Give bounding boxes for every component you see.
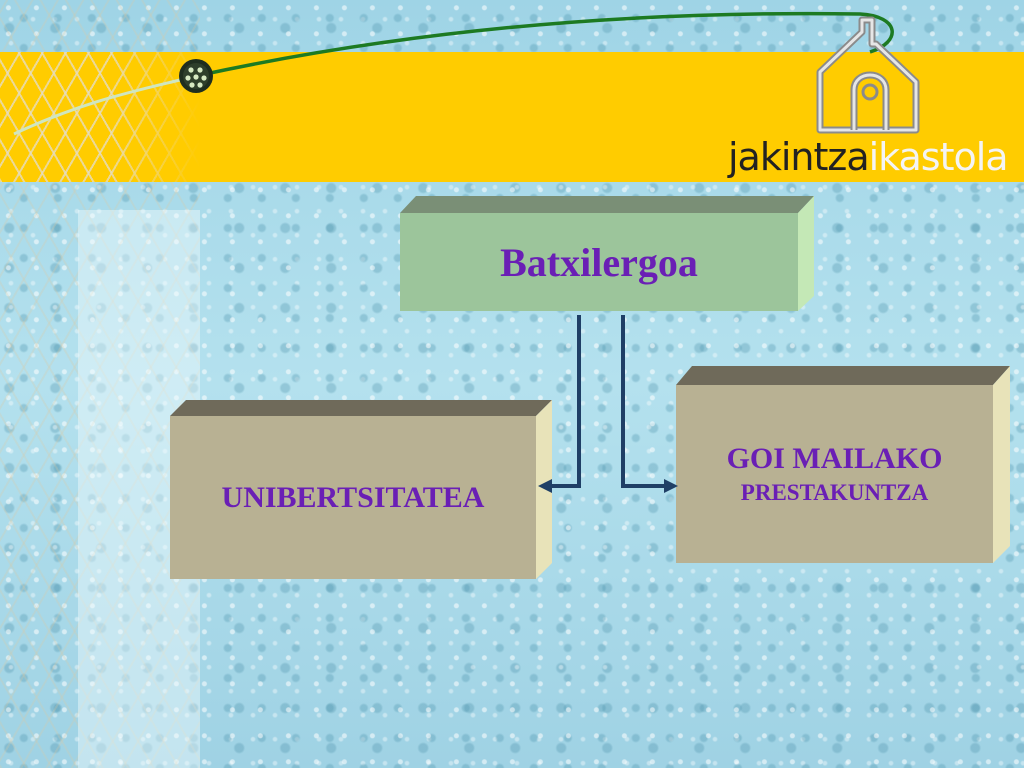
brand-part1: jakintza bbox=[728, 135, 870, 179]
batxilergoa-box: Batxilergoa bbox=[400, 213, 798, 311]
unibertsitatea-box: UNIBERTSITATEA bbox=[170, 416, 536, 579]
prestakuntza-label: PRESTAKUNTZA bbox=[740, 480, 929, 505]
unibertsitatea-label: UNIBERTSITATEA bbox=[221, 480, 485, 514]
connector-right bbox=[621, 315, 678, 493]
connector-left bbox=[538, 315, 581, 493]
brand-part2: ikastola bbox=[868, 135, 1009, 179]
arrow-left-icon bbox=[538, 479, 552, 493]
banner-pattern bbox=[0, 52, 200, 182]
brand-logotype: jakintzaikastola bbox=[728, 135, 1009, 179]
goi-mailako-label: GOI MAILAKO bbox=[726, 442, 943, 475]
ball-icon bbox=[179, 59, 213, 93]
house-logo-icon bbox=[816, 16, 920, 134]
goi-mailako-box: GOI MAILAKO PRESTAKUNTZA bbox=[676, 385, 993, 563]
batxilergoa-label: Batxilergoa bbox=[500, 239, 698, 285]
swoosh-decoration bbox=[13, 11, 894, 136]
